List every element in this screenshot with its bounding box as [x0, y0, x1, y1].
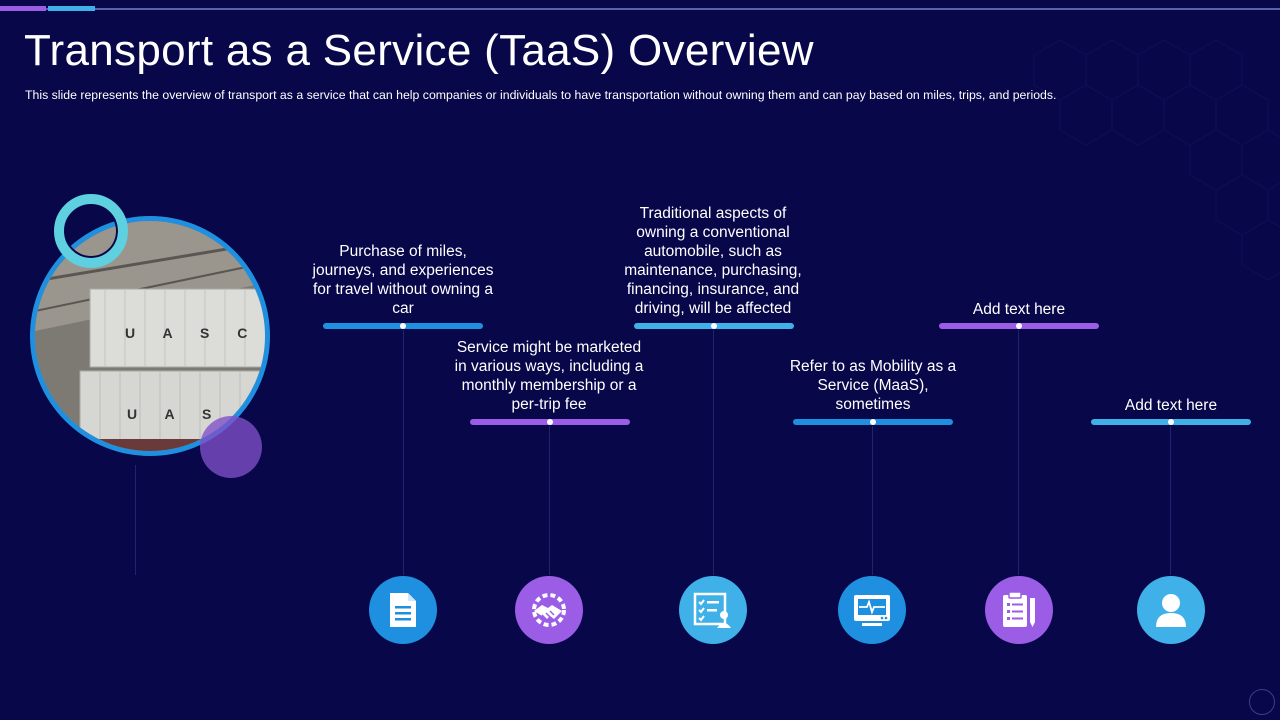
decorative-ring	[54, 194, 128, 268]
step-1-bar	[323, 323, 483, 329]
photo-group: U A S C U A S C	[30, 190, 270, 480]
user-icon	[1156, 594, 1186, 627]
step-3-pin	[711, 323, 717, 329]
checklist-user-icon	[693, 592, 731, 628]
connector-line	[1170, 426, 1171, 575]
step-1-text: Purchase of miles, journeys, and experie…	[312, 243, 494, 317]
connector-line	[135, 465, 136, 575]
monitor-pulse-icon	[854, 595, 890, 626]
connector-line	[872, 426, 873, 575]
step-2-pin	[547, 419, 553, 425]
step-4-text: Refer to as Mobility as a Service (MaaS)…	[789, 358, 957, 413]
top-rule	[0, 8, 1280, 10]
step-6-pin	[1168, 419, 1174, 425]
step-1-pin	[400, 323, 406, 329]
connector-line	[1018, 330, 1019, 575]
step-3-icon-badge	[679, 576, 747, 644]
hexagon-pattern	[1033, 39, 1280, 281]
connector-line	[713, 330, 714, 575]
step-2-icon-badge	[515, 576, 583, 644]
clipboard-pencil-icon	[1003, 591, 1035, 627]
step-6-icon-badge	[1137, 576, 1205, 644]
step-6-text: Add text here	[1124, 397, 1218, 414]
step-5-pin	[1016, 323, 1022, 329]
corner-ring-decoration	[1249, 689, 1275, 715]
page-subtitle: This slide represents the overview of tr…	[25, 88, 1057, 102]
step-5-text: Add text here	[972, 301, 1066, 318]
decorative-dot	[200, 416, 262, 478]
document-icon	[390, 593, 416, 627]
step-3-bar	[634, 323, 794, 329]
step-4-icon-badge	[838, 576, 906, 644]
step-4-pin	[870, 419, 876, 425]
step-2-bar	[470, 419, 630, 425]
step-5-icon-badge	[985, 576, 1053, 644]
step-2-text: Service might be marketed in various way…	[454, 339, 644, 413]
top-accent-blue	[48, 6, 95, 11]
connector-line	[549, 426, 550, 575]
top-accent-purple	[0, 6, 46, 11]
container-label-top: U A S C	[125, 325, 259, 341]
step-6-bar	[1091, 419, 1251, 425]
connector-line	[403, 330, 404, 575]
step-5-bar	[939, 323, 1099, 329]
page-title: Transport as a Service (TaaS) Overview	[24, 26, 814, 75]
step-4-bar	[793, 419, 953, 425]
step-1-icon-badge	[369, 576, 437, 644]
step-3-text: Traditional aspects of owning a conventi…	[624, 205, 802, 317]
handshake-icon	[532, 593, 566, 627]
